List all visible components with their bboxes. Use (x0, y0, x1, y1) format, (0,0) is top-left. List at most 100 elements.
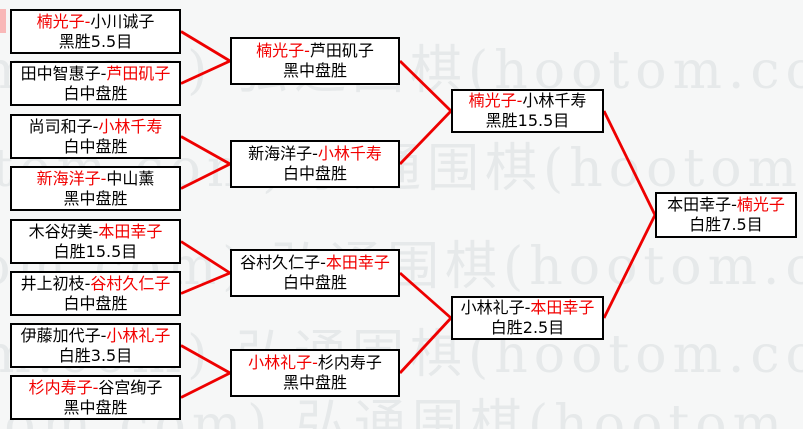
match-box-round1-1: 楠光子-小川诚子黑胜5.5目 (10, 9, 181, 54)
match-result: 黑中盘胜 (63, 188, 128, 208)
vs-dash: - (304, 41, 310, 60)
player-name: 本田幸子 (667, 195, 732, 214)
player-name: 小林千寿 (98, 116, 163, 136)
player-name: 楠光子 (736, 195, 785, 214)
player-name: 小林礼子 (248, 353, 313, 372)
match-result: 白胜3.5目 (58, 345, 133, 365)
player-name: 楠光子 (36, 11, 85, 31)
player-name: 新海洋子 (248, 144, 313, 163)
connector-line (398, 110, 453, 165)
match-result: 白胜7.5目 (689, 215, 763, 234)
match-players: 小林礼子-本田幸子 (461, 298, 595, 318)
match-box-round2-4: 小林礼子-杉内寿子黑中盘胜 (230, 349, 400, 397)
player-name: 田中智惠子 (20, 63, 101, 83)
vs-dash: - (312, 144, 318, 163)
vs-dash: - (92, 377, 99, 397)
match-players: 小林礼子-杉内寿子 (248, 353, 382, 373)
vs-dash: - (100, 63, 107, 83)
player-name: 井上初枝 (20, 273, 85, 293)
match-result: 黑中盘胜 (282, 61, 347, 80)
player-name: 小林礼子 (460, 298, 525, 317)
vs-dash: - (524, 298, 531, 317)
match-box-round1-3: 尚司和子-小林千寿白中盘胜 (10, 114, 181, 159)
match-result: 黑胜5.5目 (58, 31, 133, 51)
match-players: 木谷好美-本田幸子 (29, 222, 163, 242)
vs-dash: - (320, 253, 326, 272)
player-name: 本田幸子 (98, 221, 163, 241)
vs-dash: - (312, 353, 318, 372)
match-box-round1-6: 井上初枝-谷村久仁子白中盘胜 (10, 271, 181, 316)
player-name: 谷村久仁子 (90, 273, 171, 293)
match-box-round1-4: 新海洋子-中山薰黑中盘胜 (10, 166, 181, 211)
player-name: 小林礼子 (106, 325, 171, 345)
match-box-round1-2: 田中智惠子-芦田矶子白中盘胜 (10, 61, 181, 106)
match-box-round2-3: 谷村久仁子-本田幸子白中盘胜 (230, 249, 400, 297)
vs-dash: - (92, 221, 99, 241)
player-name: 楠光子 (256, 41, 305, 60)
player-name: 杉内寿子 (317, 353, 382, 372)
match-result: 白中盘胜 (282, 164, 347, 183)
match-players: 楠光子-芦田矶子 (256, 41, 374, 61)
match-box-final-1: 本田幸子-楠光子白胜7.5目 (655, 192, 797, 238)
player-name: 本田幸子 (325, 253, 390, 272)
vs-dash: - (84, 11, 91, 31)
connector-line (180, 271, 231, 295)
match-players: 尚司和子-小林千寿 (29, 117, 163, 137)
vs-dash: - (516, 91, 523, 110)
connector-line (180, 135, 231, 166)
player-name: 楠光子 (468, 91, 517, 110)
match-players: 楠光子-小川诚子 (37, 12, 155, 32)
match-result: 白中盘胜 (282, 273, 347, 292)
player-name: 谷村久仁子 (240, 253, 321, 272)
player-name: 小林千寿 (317, 144, 382, 163)
match-result: 白中盘胜 (63, 136, 128, 156)
match-players: 新海洋子-中山薰 (37, 169, 155, 189)
match-players: 楠光子-小林千寿 (469, 91, 587, 111)
player-name: 伊藤加代子 (20, 325, 101, 345)
connector-line (602, 110, 657, 216)
connector-line (180, 162, 231, 190)
vs-dash: - (92, 116, 99, 136)
player-name: 本田幸子 (530, 298, 595, 317)
vs-dash: - (731, 195, 737, 214)
match-result: 白胜2.5目 (490, 318, 565, 337)
connector-line (180, 371, 231, 399)
left-edge-red-artifact (0, 9, 6, 33)
match-box-round2-2: 新海洋子-小林千寿白中盘胜 (230, 140, 400, 188)
match-players: 谷村久仁子-本田幸子 (240, 253, 390, 273)
connector-line (180, 240, 231, 275)
player-name: 小川诚子 (90, 11, 155, 31)
match-box-round1-8: 杉内寿子-谷宫绚子黑中盘胜 (10, 375, 181, 420)
match-result: 黑胜15.5目 (485, 111, 570, 130)
match-players: 田中智惠子-芦田矶子 (21, 64, 171, 84)
vs-dash: - (100, 168, 107, 188)
player-name: 小林千寿 (522, 91, 587, 110)
match-players: 新海洋子-小林千寿 (248, 144, 382, 164)
connector-line (180, 59, 231, 85)
match-box-round1-5: 木谷好美-本田幸子白胜15.5目 (10, 219, 181, 264)
vs-dash: - (100, 325, 107, 345)
match-players: 本田幸子-楠光子 (667, 195, 785, 215)
connector-line (399, 60, 452, 112)
match-box-round1-7: 伊藤加代子-小林礼子白胜3.5目 (10, 323, 181, 368)
player-name: 尚司和子 (28, 116, 93, 136)
match-box-round2-1: 楠光子-芦田矶子黑中盘胜 (230, 37, 400, 85)
match-result: 黑中盘胜 (282, 373, 347, 392)
connector-line (180, 30, 231, 63)
match-result: 黑中盘胜 (63, 397, 128, 417)
match-players: 伊藤加代子-小林礼子 (21, 326, 171, 346)
player-name: 中山薰 (106, 168, 155, 188)
vs-dash: - (84, 273, 91, 293)
connector-line (602, 214, 657, 319)
match-box-semifinals-2: 小林礼子-本田幸子白胜2.5目 (451, 296, 604, 340)
match-result: 白中盘胜 (63, 293, 128, 313)
connector-line (180, 344, 231, 375)
player-name: 新海洋子 (36, 168, 101, 188)
player-name: 木谷好美 (28, 221, 93, 241)
match-result: 白胜15.5目 (53, 241, 138, 261)
player-name: 芦田矶子 (106, 63, 171, 83)
connector-line (399, 271, 452, 320)
player-name: 杉内寿子 (28, 377, 93, 397)
